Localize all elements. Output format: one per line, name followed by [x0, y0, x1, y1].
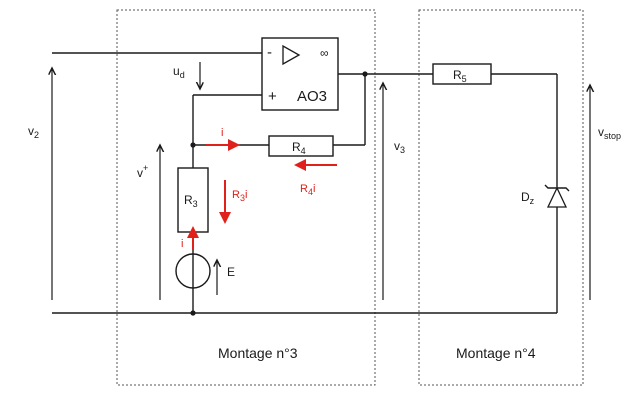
label-vstop: vstop	[598, 125, 621, 141]
label-v2: v2	[28, 124, 39, 140]
montage-3-frame	[116, 9, 376, 386]
label-dz: Dz	[521, 190, 535, 206]
label-r3: R3	[184, 193, 198, 209]
resistor-r4	[268, 135, 334, 157]
opamp-gain-infinity: ∞	[320, 46, 329, 60]
label-v3: v3	[394, 139, 405, 155]
label-e: E	[227, 265, 235, 279]
label-current-i-source: i	[181, 238, 183, 250]
label-current-i-r4: i	[221, 127, 223, 139]
opamp-plus-sign: +	[268, 88, 277, 105]
opamp-ao3: - + ∞ AO3	[261, 37, 339, 111]
zener-diode	[544, 184, 570, 208]
montage-4-frame	[418, 9, 584, 386]
opamp-minus-sign: -	[267, 44, 272, 61]
block-title-montage-3: Montage n°3	[218, 345, 298, 361]
label-ud: ud	[173, 64, 185, 80]
label-current-r4i: R4i	[300, 183, 315, 197]
resistor-r5	[432, 63, 492, 85]
label-r5: R5	[453, 68, 467, 84]
opamp-triangle-icon	[282, 44, 301, 66]
opamp-name: AO3	[297, 88, 327, 105]
resistor-r3	[177, 167, 209, 233]
label-r4: R4	[292, 140, 306, 156]
block-title-montage-4: Montage n°4	[456, 345, 536, 361]
junction-dots	[190, 71, 368, 316]
label-vplus: v+	[137, 163, 148, 180]
voltage-source-e	[175, 253, 211, 289]
label-current-r3i: R3i	[232, 189, 247, 203]
